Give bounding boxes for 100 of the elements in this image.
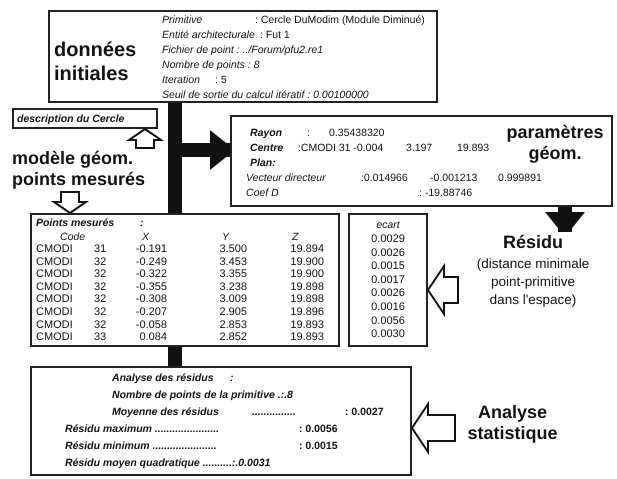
table-cell: 32 [94, 268, 106, 280]
table-cell-text: 19.898 [289, 293, 324, 306]
table-cell-text: 19.898 [289, 280, 324, 293]
table-cell: CMODI [36, 280, 73, 293]
table-cell-text: 0.0029 [370, 233, 406, 245]
field-label: Fichier de point : ../Forum/pfu2.re1 [162, 44, 324, 56]
table-cell-text: 2.853 [218, 318, 247, 331]
field-value: : 0.0027 [345, 406, 384, 418]
field-value: : Cercle DuModim (Module Diminué) [255, 14, 425, 26]
table-title: Points mesurés [36, 217, 114, 229]
table-cell-text: 3.238 [218, 280, 247, 293]
caption-text: (distance minimale point-primitive dans l'espace) [476, 255, 590, 309]
field-value: 0.999891 [498, 172, 542, 184]
title-box [12, 108, 158, 129]
block-arrow [426, 262, 459, 318]
table-cell: CMODI [36, 293, 73, 306]
table-cell-text: -0.322 [134, 268, 167, 280]
field-value: 0.35438320 [329, 127, 384, 139]
field-label: Primitive [162, 14, 202, 26]
table-cell-text: 19.894 [289, 243, 324, 255]
data-panel [230, 115, 613, 207]
block-arrow [50, 191, 90, 214]
table-cell-text: -0.058 [134, 318, 167, 331]
table-cell: 32 [94, 293, 106, 306]
table-cell: CMODI [36, 318, 73, 331]
table-cell-text: 19.900 [289, 256, 324, 268]
field-label: Vecteur directeur [246, 172, 326, 184]
table-cell: 32 [94, 256, 106, 268]
table-cell: 31 [94, 243, 106, 255]
table-cell-text: 19.893 [289, 318, 324, 331]
table-cell-text: -0.355 [134, 280, 167, 293]
column-header: Z [292, 231, 298, 243]
table-cell-text: -0.249 [134, 256, 167, 268]
table-cell-text: 2.852 [218, 331, 247, 344]
field-value: : 0.0015 [299, 440, 338, 452]
table-cell-text: 19.900 [289, 268, 324, 280]
table-panel [348, 213, 428, 347]
table-cell-text: 0.0026 [370, 246, 406, 259]
data-panel [48, 10, 438, 103]
box-label: description du Cercle [17, 113, 124, 125]
column-header: Code [60, 231, 86, 243]
table-cell-text: 0.0016 [370, 301, 406, 313]
table-cell-text: 3.453 [218, 256, 247, 268]
field-label: Moyenne des résidus [112, 406, 219, 418]
table-cell-text: 3.009 [218, 293, 247, 306]
field-label: Résidu maximum ...................... [65, 423, 220, 435]
table-cell-text: -0.308 [134, 293, 167, 306]
table-cell-text: 0.0030 [370, 328, 406, 340]
block-arrow [126, 128, 164, 149]
column-header: X [142, 231, 150, 243]
block-arrow [410, 400, 456, 456]
column-header: ecart [375, 219, 401, 231]
table-cell-text: 0.0026 [370, 287, 406, 300]
table-cell-text: 0.0015 [370, 260, 406, 272]
column-header: Y [222, 231, 230, 243]
table-cell-text: 2.905 [218, 306, 247, 318]
data-panel [30, 366, 412, 476]
table-cell-text: -0.191 [134, 243, 167, 255]
field-value: :CMODI 31 -0.004 [298, 142, 384, 154]
table-cell-text: 0.084 [138, 331, 167, 344]
table-cell-text: 19.896 [289, 306, 324, 318]
table-cell-text: 19.893 [289, 331, 324, 344]
field-value: 19.893 [457, 142, 490, 154]
field-label: Résidu moyen quadratique ..........:.0.0031 [65, 457, 270, 469]
table-cell: 32 [94, 318, 106, 331]
table-cell: CMODI [36, 256, 73, 268]
field-label: Centre [250, 142, 284, 154]
table-cell: CMODI [36, 331, 73, 344]
table-cell-text: 3.355 [218, 268, 247, 280]
field-value: :0.014966 [361, 172, 408, 184]
table-cell-text: -0.207 [134, 306, 167, 318]
table-title: : [140, 217, 144, 229]
field-value: 3.197 [406, 142, 432, 154]
field-label: Rayon [250, 127, 282, 139]
connector-bar [168, 347, 182, 366]
field-value: : [307, 127, 310, 139]
table-cell: 32 [94, 280, 106, 293]
field-label: ............... [252, 406, 296, 418]
table-panel [30, 213, 340, 347]
section-heading: Analyse statistique [466, 402, 559, 444]
field-value: : 0.0056 [299, 423, 338, 435]
section-heading: paramètres géom. [505, 122, 605, 164]
field-value: -0.001213 [430, 172, 478, 184]
table-cell-text: 0.0056 [370, 314, 406, 327]
table-cell: CMODI [36, 268, 73, 280]
field-value: : -19.88746 [419, 187, 472, 199]
table-cell-text: 3.500 [218, 243, 247, 255]
section-heading: données initiales [54, 38, 138, 86]
field-label: Coef D [246, 187, 279, 199]
field-label: Plan: [250, 157, 276, 169]
field-label: Seuil de sortie du calcul itératif : 0.00100000 [162, 89, 369, 101]
field-label: Nombre de points de la primitive .:.8 [112, 389, 293, 401]
field-label: Nombre de points : 8 [162, 59, 260, 71]
table-cell: 33 [94, 331, 106, 344]
table-cell: CMODI [36, 243, 73, 255]
field-label: : [230, 372, 234, 384]
section-heading: Résidu [502, 232, 564, 253]
field-label: Analyse des résidus [112, 372, 214, 384]
table-cell: 32 [94, 306, 106, 318]
field-label: Iteration [162, 74, 200, 86]
